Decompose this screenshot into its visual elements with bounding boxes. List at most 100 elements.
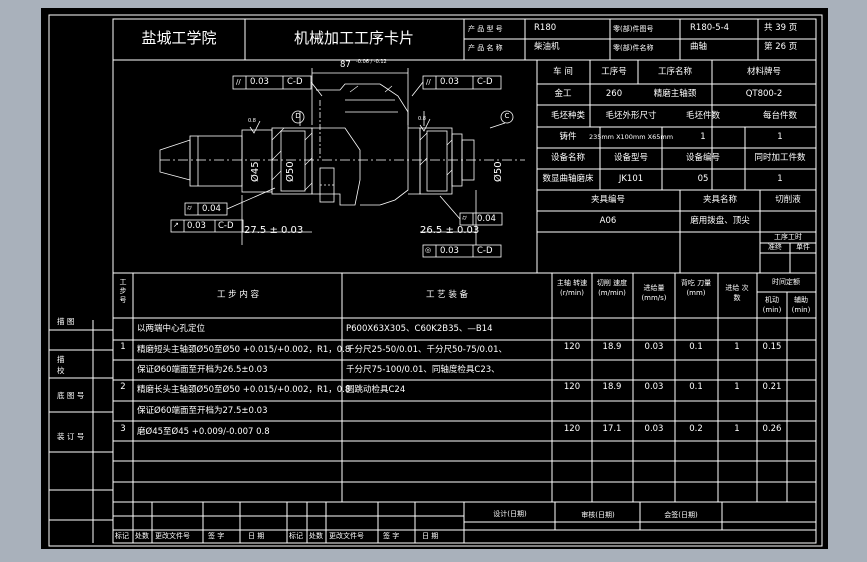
blank-size-value: 235mm X100mm X65mm: [588, 133, 674, 141]
simul-header: 同时加工件数: [754, 153, 806, 163]
feed-header: 进给量 (mm/s): [641, 284, 667, 302]
count-label: 处数: [135, 532, 149, 540]
dia-50-left: Ø50: [285, 161, 296, 182]
step-cut-speed: 18.9: [602, 382, 622, 392]
product-name-label: 产 品 名 称: [468, 44, 503, 52]
step-content: 精磨短头主轴颈Ø50至Ø50 +0.015/+0.002，R1，0.8: [137, 345, 351, 355]
dim-26-5: 26.5 ± 0.03: [420, 225, 480, 236]
op-no-header: 工序号: [601, 67, 627, 77]
countersign-date: 会签(日期): [664, 511, 698, 519]
step-mech-time: 0.26: [762, 424, 782, 434]
count-label-2: 处数: [309, 532, 323, 540]
blank-type-header: 毛坯种类: [550, 111, 586, 121]
material-header: 材料牌号: [746, 67, 782, 77]
fixture-no-value: A06: [599, 216, 617, 226]
step-no: 3: [120, 424, 126, 434]
parallel-symbol: //: [236, 78, 241, 86]
cut-speed-header: 切削 速度 (m/min): [596, 279, 628, 297]
part-name-label: 零(部)件名称: [613, 44, 654, 52]
total-pages: 共 39 页: [764, 23, 798, 33]
material-value: QT800-2: [745, 89, 783, 99]
equip-no-header: 设备编号: [685, 153, 721, 163]
mark-label-2: 标记: [289, 532, 303, 540]
mech-time-header: 机动 (min): [762, 296, 782, 314]
check-trace-label: 描 校: [57, 355, 65, 376]
equip-name-header: 设备名称: [550, 153, 586, 163]
step-speed: 120: [563, 382, 581, 392]
part-name: 曲轴: [690, 42, 708, 52]
op-name-header: 工序名称: [657, 67, 693, 77]
speed-header: 主轴 转速 (r/min): [556, 279, 588, 297]
step-equipment: P600X63X305、C60K2B35、—B14: [346, 324, 493, 334]
step-equipment: 千分尺25-50/0.01、千分尺50-75/0.01、: [346, 345, 507, 355]
time-header: 时间定额: [772, 278, 800, 286]
step-no-header: 工 步 号: [119, 278, 127, 305]
equip-name-value: 数显曲轴磨床: [542, 174, 594, 184]
blank-count-value: 1: [700, 132, 706, 142]
trace-label: 描 图: [57, 317, 75, 326]
product-model-label: 产 品 型 号: [468, 25, 503, 33]
dia-50-right: Ø50: [493, 161, 504, 182]
datum-c: C: [504, 112, 510, 120]
depth-header: 背吃 刀量 (mm): [680, 279, 712, 297]
binding-no-label: 装 订 号: [57, 432, 85, 441]
tol-left-ref: C-D: [287, 77, 303, 87]
dim-87-tol: -0.06 / -0.12: [356, 59, 387, 65]
fixture-name-value: 磨用拨盘、顶尖: [690, 216, 750, 226]
part-no: R180-5-4: [690, 23, 730, 33]
blank-count-header: 毛坯件数: [685, 111, 721, 121]
step-speed: 120: [563, 342, 581, 352]
per-part-value: 1: [777, 132, 783, 142]
step-content: 以两端中心孔定位: [137, 324, 206, 334]
step-cut-speed: 17.1: [602, 424, 622, 434]
coolant-header: 切削液: [775, 195, 801, 205]
cad-viewport[interactable]: [41, 8, 828, 549]
equipment-header: 工 艺 装 备: [425, 290, 469, 300]
equip-model-value: JK101: [618, 174, 644, 184]
cyl-symbol-right: ⌭: [462, 214, 468, 222]
hours-header: 工序工时: [774, 233, 802, 241]
step-feed: 0.03: [644, 382, 664, 392]
cyl-right: 0.04: [477, 214, 496, 224]
op-no-value: 260: [605, 89, 623, 99]
workshop-header: 车 间: [553, 67, 573, 77]
dim-27-5: 27.5 ± 0.03: [244, 225, 304, 236]
step-content-header: 工 步 内 容: [216, 290, 260, 300]
step-feed: 0.03: [644, 424, 664, 434]
step-content: 磨Ø45至Ø45 +0.009/-0.007 0.8: [137, 427, 270, 437]
fixture-name-header: 夹具名称: [702, 195, 738, 205]
equip-no-value: 05: [697, 174, 709, 184]
equip-model-header: 设备型号: [613, 153, 649, 163]
step-equipment: 千分尺75-100/0.01、同轴度检具C23、: [346, 365, 500, 375]
frame-lines: [48, 14, 823, 547]
step-passes: 1: [734, 342, 740, 352]
base-no-label: 底 图 号: [57, 391, 85, 400]
step-speed: 120: [563, 424, 581, 434]
dim-87: 87: [340, 60, 351, 70]
page-number: 第 26 页: [764, 42, 798, 52]
step-content: 精磨长头主轴颈Ø50至Ø50 +0.015/+0.002，R1，0.8: [137, 385, 351, 395]
part-no-label: 零(部)件图号: [613, 25, 654, 33]
school-name: 盐城工学院: [141, 29, 217, 47]
step-feed: 0.03: [644, 342, 664, 352]
cyl-left: 0.04: [202, 204, 221, 214]
product-name: 柴油机: [534, 42, 560, 52]
change-doc-label-2: 更改文件号: [329, 532, 364, 540]
workshop-value: 金工: [554, 89, 572, 99]
design-date: 设计(日期): [493, 510, 527, 518]
runout-left-ref: C-D: [218, 221, 234, 231]
runout-left: 0.03: [187, 221, 206, 231]
step-cut-speed: 18.9: [602, 342, 622, 352]
review-date: 审核(日期): [581, 511, 615, 519]
parallel-symbol-right: //: [426, 78, 431, 86]
runout-symbol: ↗: [173, 221, 179, 229]
change-doc-label: 更改文件号: [155, 532, 190, 540]
card-title: 机械加工工序卡片: [293, 29, 415, 47]
concentric-symbol: ◎: [425, 246, 432, 254]
date-label: 日 期: [248, 532, 265, 540]
unit-header: 单件: [796, 243, 810, 251]
sign-label: 签 字: [208, 532, 225, 540]
step-no: 1: [120, 342, 126, 352]
fixture-no-header: 夹具编号: [590, 195, 626, 205]
